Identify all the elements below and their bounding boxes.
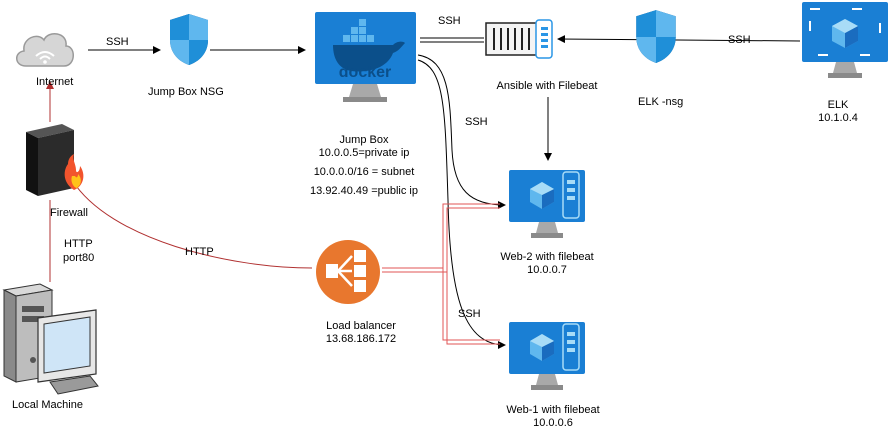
ssh-label-down: SSH	[465, 116, 488, 128]
ssh-label-internet: SSH	[106, 36, 129, 48]
shield-icon	[636, 10, 676, 63]
edge-elk-to-ansible	[557, 35, 801, 44]
docker-text: docker	[339, 64, 391, 81]
elk-monitor-icon	[802, 2, 888, 78]
internet-label: Internet	[36, 76, 74, 88]
lb-ip: 13.68.186.172	[325, 333, 397, 345]
edge-firewall-to-lb	[71, 179, 313, 269]
jumpbox-subnet: 10.0.0.0/16 = subnet	[313, 166, 415, 178]
jump-nsg-label: Jump Box NSG	[148, 86, 224, 98]
http-label-lb: HTTP	[185, 246, 214, 258]
elk-nsg-label: ELK -nsg	[638, 96, 684, 108]
docker-monitor-icon: docker	[315, 12, 416, 102]
shield-icon	[170, 14, 208, 65]
edge-jumpbox-to-web1	[417, 59, 506, 349]
cloud-icon	[16, 33, 74, 67]
web2-ip: 10.0.0.7	[527, 264, 567, 276]
ansible-label: Ansible with Filebeat	[496, 80, 598, 92]
load-balancer-icon	[316, 240, 380, 304]
jumpbox-title: Jump Box	[339, 134, 389, 146]
ansible-server-icon	[485, 19, 553, 59]
port80-label: port80	[63, 252, 95, 264]
jumpbox-public-ip: 13.92.40.49 =public ip	[310, 185, 418, 197]
ssh-label-elk: SSH	[728, 34, 751, 46]
vm-monitor-icon	[509, 170, 585, 238]
vm-monitor-icon	[509, 322, 585, 390]
firewall-icon	[26, 124, 84, 196]
ssh-label-docker-ansible: SSH	[438, 15, 461, 27]
firewall-label: Firewall	[50, 207, 88, 219]
computer-icon	[2, 283, 99, 395]
http-label-port: HTTP	[64, 238, 93, 250]
edge-lb-to-webs	[382, 203, 500, 345]
local-machine-label: Local Machine	[12, 399, 83, 411]
elk-title: ELK	[827, 99, 849, 111]
lb-title: Load balancer	[326, 320, 396, 332]
jumpbox-private-ip: 10.0.0.5=private ip	[318, 147, 410, 159]
web2-title: Web-2 with filebeat	[500, 251, 594, 263]
elk-ip: 10.1.0.4	[818, 112, 858, 124]
web1-title: Web-1 with filebeat	[506, 404, 600, 416]
web1-ip: 10.0.0.6	[533, 417, 573, 429]
edge-jumpbox-to-web2	[417, 54, 506, 209]
ssh-label-web1: SSH	[458, 308, 481, 320]
